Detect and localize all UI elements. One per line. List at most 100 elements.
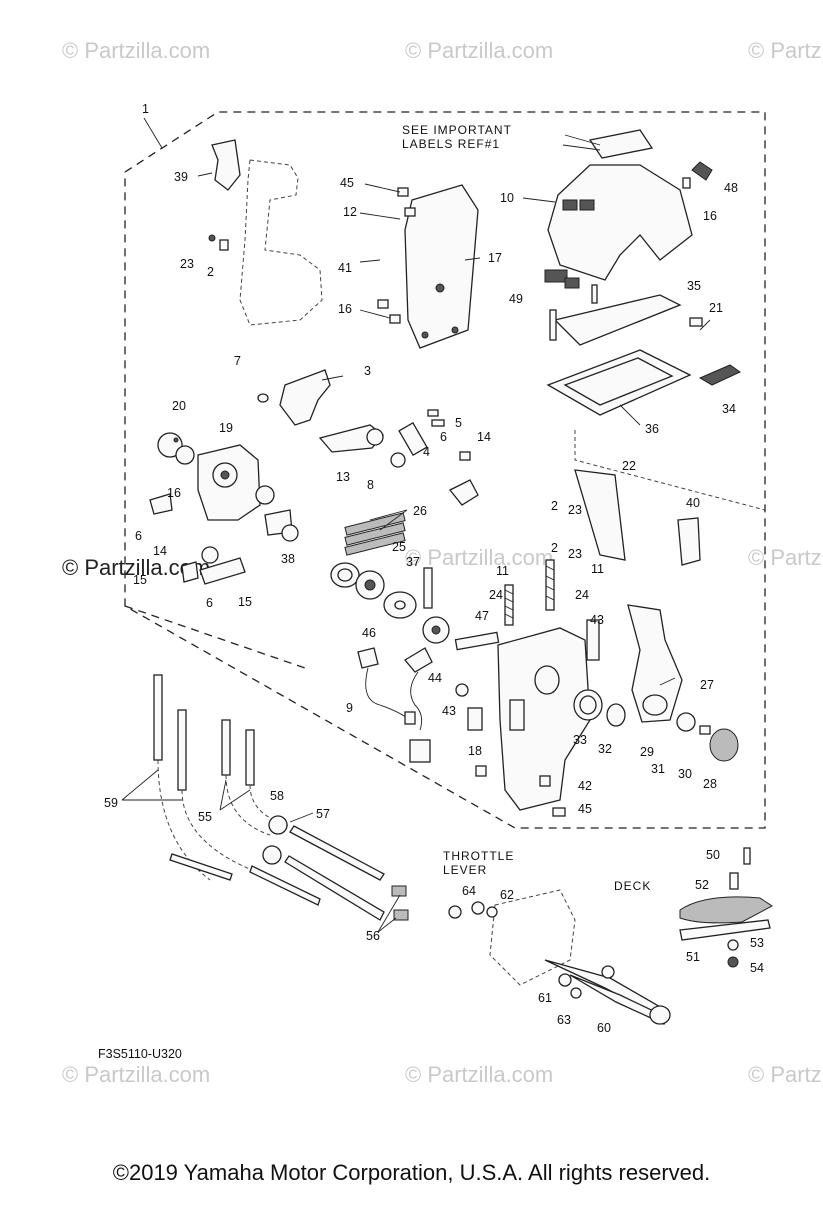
callout-16: 16 bbox=[703, 209, 717, 223]
callout-56: 56 bbox=[366, 929, 380, 943]
callout-61: 61 bbox=[538, 991, 552, 1005]
callout-35: 35 bbox=[687, 279, 701, 293]
callout-24: 24 bbox=[489, 588, 503, 602]
callout-39: 39 bbox=[174, 170, 188, 184]
callout-52: 52 bbox=[695, 878, 709, 892]
panel-17 bbox=[377, 184, 479, 349]
knob-28 bbox=[676, 712, 739, 762]
screw-21 bbox=[689, 317, 703, 327]
labels-note-line2: LABELS REF#1 bbox=[402, 137, 500, 151]
callout-12: 12 bbox=[343, 205, 357, 219]
callout-51: 51 bbox=[686, 950, 700, 964]
copyright-notice: ©2019 Yamaha Motor Corporation, U.S.A. A… bbox=[112, 1160, 711, 1185]
lower-boundary bbox=[124, 605, 306, 669]
callout-6: 6 bbox=[206, 596, 213, 610]
callout-45: 45 bbox=[578, 802, 592, 816]
callout-16: 16 bbox=[167, 486, 181, 500]
callout-46: 46 bbox=[362, 626, 376, 640]
callout-50: 50 bbox=[706, 848, 720, 862]
throttle-note-line2: LEVER bbox=[443, 863, 487, 877]
callout-62: 62 bbox=[500, 888, 514, 902]
callout-53: 53 bbox=[750, 936, 764, 950]
callout-7: 7 bbox=[234, 354, 241, 368]
main-body bbox=[454, 619, 600, 811]
watermark: © Partzilla.com bbox=[405, 545, 553, 570]
callout-22: 22 bbox=[622, 459, 636, 473]
screw-16 bbox=[682, 177, 691, 189]
callout-40: 40 bbox=[686, 496, 700, 510]
callout-43: 43 bbox=[590, 613, 604, 627]
callout-38: 38 bbox=[281, 552, 295, 566]
callout-34: 34 bbox=[722, 402, 736, 416]
callout-6: 6 bbox=[135, 529, 142, 543]
callout-8: 8 bbox=[367, 478, 374, 492]
callout-17: 17 bbox=[488, 251, 502, 265]
lever-22 bbox=[574, 469, 701, 566]
cables-59-55 bbox=[153, 674, 291, 881]
callout-49: 49 bbox=[509, 292, 523, 306]
watermark: © Partzilla.com bbox=[405, 1062, 553, 1087]
callout-32: 32 bbox=[598, 742, 612, 756]
callout-11: 11 bbox=[496, 564, 509, 578]
leader-lines bbox=[121, 134, 711, 933]
callout-63: 63 bbox=[557, 1013, 571, 1027]
watermark: © Partzilla.com bbox=[405, 38, 553, 63]
callout-47: 47 bbox=[475, 609, 489, 623]
lever-27 bbox=[627, 604, 683, 723]
nut-42-45 bbox=[539, 775, 566, 817]
callout-28: 28 bbox=[703, 777, 717, 791]
callout-24: 24 bbox=[575, 588, 589, 602]
callout-21: 21 bbox=[709, 301, 723, 315]
labels-note-line1: SEE IMPORTANT bbox=[402, 123, 512, 137]
callout-48: 48 bbox=[724, 181, 738, 195]
callout-11: 11 bbox=[591, 562, 604, 576]
figure-code: F3S5110-U320 bbox=[98, 1047, 182, 1061]
callout-15: 15 bbox=[238, 595, 252, 609]
callout-6: 6 bbox=[440, 430, 447, 444]
callout-45: 45 bbox=[340, 176, 354, 190]
watermark: © Partzilla.com bbox=[62, 1062, 210, 1087]
callout-20: 20 bbox=[172, 399, 186, 413]
callout-23: 23 bbox=[568, 503, 582, 517]
cap-48 bbox=[691, 161, 713, 181]
callout-numbers: 1 39 23 2 45 12 41 16 17 10 48 16 49 35 … bbox=[104, 102, 764, 1035]
springs-11 bbox=[504, 559, 555, 626]
callout-4: 4 bbox=[423, 445, 430, 459]
callout-18: 18 bbox=[468, 744, 482, 758]
callout-58: 58 bbox=[270, 789, 284, 803]
gasket-36 bbox=[546, 349, 692, 416]
callout-16: 16 bbox=[338, 302, 352, 316]
callout-36: 36 bbox=[645, 422, 659, 436]
callout-9: 9 bbox=[346, 701, 353, 715]
callout-15: 15 bbox=[133, 573, 147, 587]
callout-33: 33 bbox=[573, 733, 587, 747]
callout-59: 59 bbox=[104, 796, 118, 810]
callout-25: 25 bbox=[392, 540, 406, 554]
callout-1: 1 bbox=[142, 102, 149, 116]
callout-13: 13 bbox=[336, 470, 350, 484]
watermark: © Partzilla.com bbox=[748, 1062, 823, 1087]
callout-55: 55 bbox=[198, 810, 212, 824]
plate-35 bbox=[544, 269, 682, 346]
part-34 bbox=[698, 364, 741, 386]
cables-56-57 bbox=[169, 815, 409, 921]
throttle-note-line1: THROTTLE bbox=[443, 849, 514, 863]
callout-2: 2 bbox=[551, 499, 558, 513]
harness-9 bbox=[357, 647, 433, 763]
callout-30: 30 bbox=[678, 767, 692, 781]
watermark: © Partzilla.com bbox=[748, 545, 823, 570]
leader-line bbox=[143, 117, 163, 149]
callout-2: 2 bbox=[551, 541, 558, 555]
callout-27: 27 bbox=[700, 678, 714, 692]
bracket-14-15 bbox=[149, 493, 246, 585]
callout-14: 14 bbox=[477, 430, 491, 444]
deck-hardware bbox=[679, 847, 773, 968]
housing-19 bbox=[157, 432, 299, 542]
callout-64: 64 bbox=[462, 884, 476, 898]
cover-10 bbox=[547, 129, 693, 281]
callout-2: 2 bbox=[207, 265, 214, 279]
callout-37: 37 bbox=[406, 555, 420, 569]
throttle-lever-assembly bbox=[448, 889, 671, 1025]
